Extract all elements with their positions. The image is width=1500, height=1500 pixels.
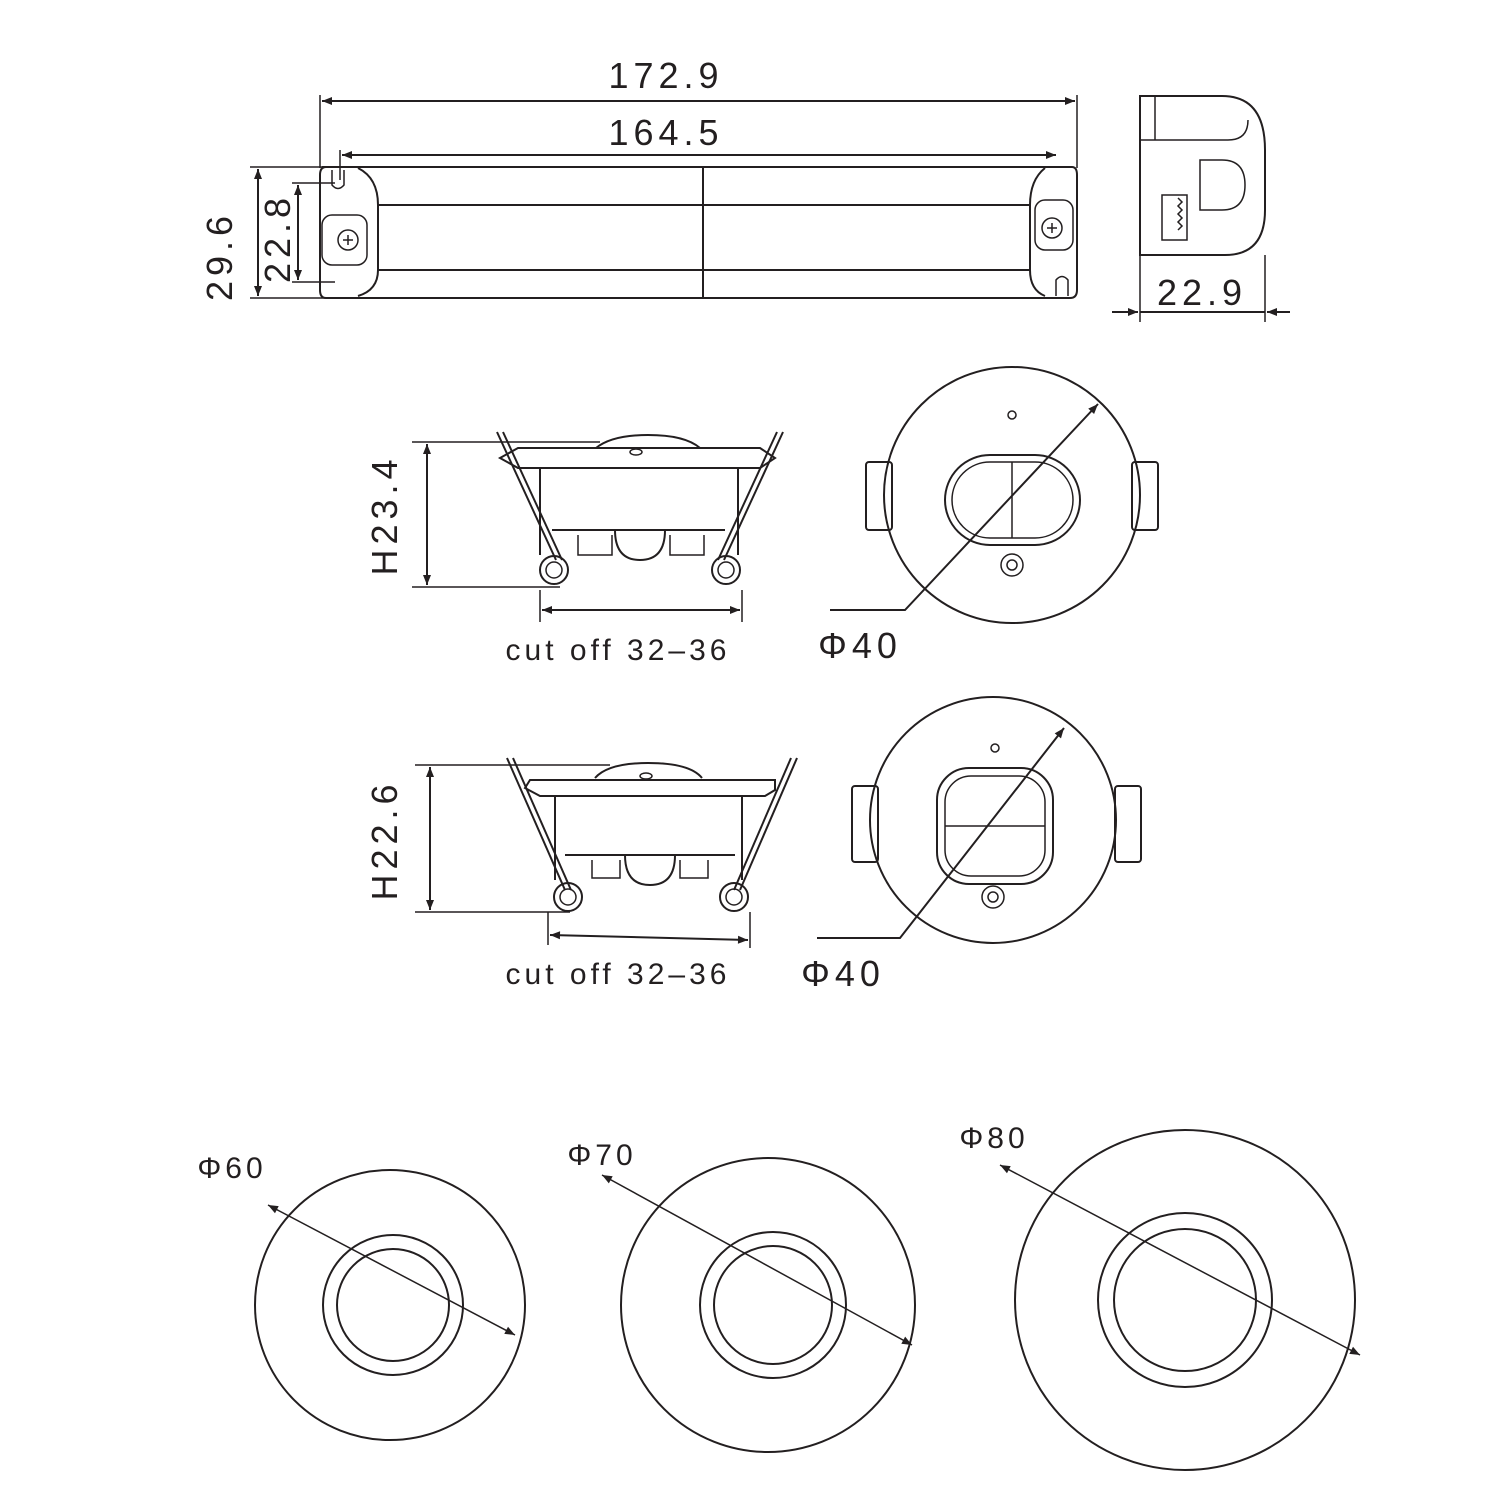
sensor-a-diameter: Φ40 [818, 625, 902, 666]
driver-housing [319, 166, 1078, 299]
dim-line-sensor-b-cutout [549, 931, 749, 944]
sensor-b-diameter: Φ40 [801, 953, 885, 994]
cover-80: Φ80 [959, 1122, 1361, 1471]
driver-front-view: 172.9 164.5 29.6 22.8 [199, 55, 1078, 301]
cover-60-diameter: Φ60 [197, 1152, 266, 1185]
dim-width: 22.9 [1157, 272, 1247, 313]
sensor-b-top-view: Φ40 [801, 696, 1142, 994]
cover-80-diameter: Φ80 [959, 1122, 1028, 1155]
cover-70: Φ70 [567, 1139, 916, 1453]
screw-icon [1041, 217, 1063, 239]
sensor-b-height: H22.6 [364, 779, 405, 900]
cover-60: Φ60 [197, 1152, 526, 1441]
dim-line-sensor-b-diameter [817, 727, 1065, 939]
dim-overall-height: 29.6 [199, 211, 240, 301]
sensor-b-side-view: H22.6 cut off 32–36 [364, 757, 798, 991]
driver-side-view: 22.9 [1112, 95, 1290, 322]
dim-body-height: 22.8 [257, 193, 298, 283]
sensor-b-cutout: cut off 32–36 [506, 958, 731, 991]
screw-icon [337, 229, 359, 251]
sensor-a-height: H23.4 [364, 454, 405, 575]
sensor-a-top-view: Φ40 [818, 366, 1159, 666]
dim-overall-length: 172.9 [608, 55, 723, 96]
dim-mount-length: 164.5 [608, 112, 723, 153]
dim-line-sensor-a-diameter [830, 403, 1099, 611]
sensor-a-side-view: H23.4 cut off 32–36 [364, 431, 784, 667]
sensor-a-cutout: cut off 32–36 [506, 634, 731, 667]
cover-70-diameter: Φ70 [567, 1139, 636, 1172]
